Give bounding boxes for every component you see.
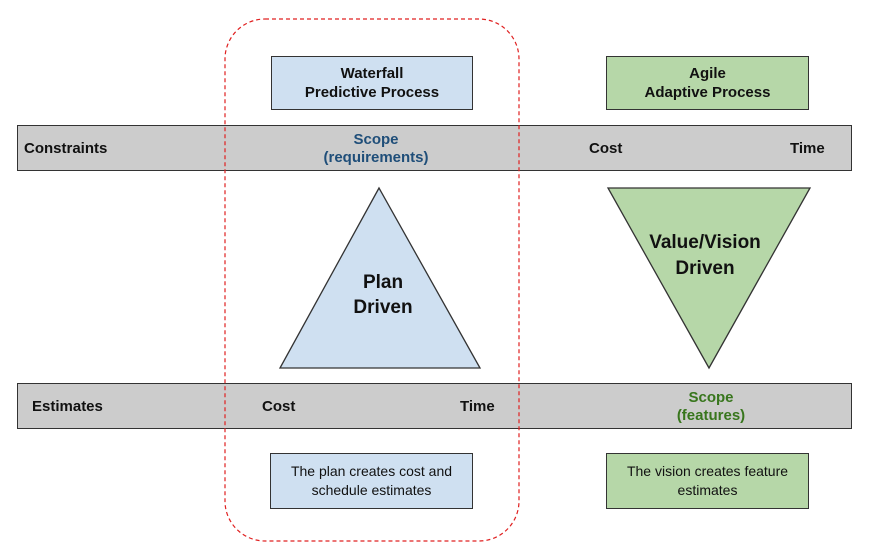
estimates-band (17, 383, 852, 429)
waterfall-header-line2: Predictive Process (304, 84, 440, 101)
estimates-cost: Cost (262, 398, 296, 415)
estimates-time: Time (460, 398, 495, 415)
waterfall-header-box: Waterfall Predictive Process (271, 56, 473, 110)
agile-note-line1: The vision creates feature (626, 463, 789, 479)
agile-header-box: Agile Adaptive Process (606, 56, 809, 110)
constraints-band (17, 125, 852, 171)
waterfall-header-line1: Waterfall (340, 65, 404, 82)
waterfall-note-line1: The plan creates cost and (290, 463, 453, 479)
waterfall-highlight-outline (224, 18, 520, 542)
value-vision-driven-triangle (606, 187, 812, 370)
agile-note-box: The vision creates feature estimates (606, 453, 809, 509)
value-vision-label-line2: Driven (675, 258, 734, 279)
scope-requirements-line1: Scope (353, 131, 399, 148)
value-vision-label-line1: Value/Vision (649, 232, 761, 253)
plan-driven-triangle (278, 186, 482, 369)
scope-features: Scope (features) (611, 389, 811, 425)
scope-features-line1: Scope (688, 389, 734, 406)
constraints-label: Constraints (24, 140, 108, 157)
scope-requirements: Scope (requirements) (276, 131, 476, 167)
agile-note-line2: estimates (677, 482, 738, 498)
agile-header-line1: Agile (689, 65, 726, 82)
constraints-cost: Cost (589, 140, 623, 157)
plan-driven-label-line1: Plan (363, 272, 403, 293)
scope-features-line2: (features) (676, 407, 746, 424)
agile-header-line2: Adaptive Process (644, 84, 771, 101)
constraints-time: Time (790, 140, 825, 157)
scope-requirements-line2: (requirements) (323, 149, 429, 166)
plan-driven-label-line2: Driven (353, 297, 412, 318)
waterfall-note-line2: schedule estimates (311, 482, 432, 498)
estimates-label: Estimates (32, 398, 103, 415)
waterfall-note-box: The plan creates cost and schedule estim… (270, 453, 473, 509)
